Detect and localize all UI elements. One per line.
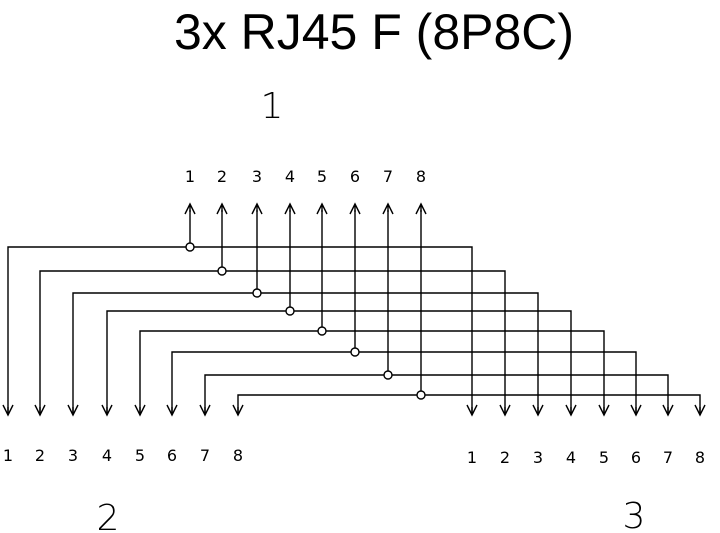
connector-2-pin-4-label: 4 <box>102 446 112 465</box>
connector-2-pin-6-label: 6 <box>167 446 177 465</box>
wire-pin-6 <box>171 351 637 415</box>
connector-3-pin-2-arrow <box>499 404 511 417</box>
connector-2-pin-3-arrow <box>67 404 79 417</box>
connector-2-pin-1-arrow <box>2 404 14 417</box>
connector-1-pin-6-arrow <box>349 202 361 215</box>
connector-3-pin-4-label: 4 <box>566 448 576 467</box>
connector-1-pin-8-arrow <box>415 202 427 215</box>
connector-3-pin-3-label: 3 <box>533 448 543 467</box>
wire-pin-2 <box>39 270 506 415</box>
connector-2-pin-3-label: 3 <box>68 446 78 465</box>
junction-pin-8 <box>416 390 426 400</box>
wire-pin-8 <box>237 394 701 415</box>
junction-pin-6 <box>350 347 360 357</box>
connector-2-pin-1-label: 1 <box>3 446 13 465</box>
connector-1-pin-7-label: 7 <box>383 167 393 186</box>
connector-3-pin-8-arrow <box>694 404 706 417</box>
connector-2-pin-2-arrow <box>34 404 46 417</box>
connector-3-label: 3 <box>623 496 646 533</box>
connector-3-pin-5-label: 5 <box>599 448 609 467</box>
connector-1-pin-4-label: 4 <box>285 167 295 186</box>
connector-1-label: 1 <box>261 86 284 127</box>
connector-3-pin-7-arrow <box>662 404 674 417</box>
connector-2-pin-8-arrow <box>232 404 244 417</box>
connector-2-pin-5-label: 5 <box>135 446 145 465</box>
connector-1-pin-8-label: 8 <box>416 167 426 186</box>
connector-2-pin-6-arrow <box>166 404 178 417</box>
connector-2-pin-5-arrow <box>134 404 146 417</box>
junction-pin-5 <box>317 326 327 336</box>
connector-1-pin-3-label: 3 <box>252 167 262 186</box>
junction-pin-3 <box>252 288 262 298</box>
wires-group <box>7 210 701 415</box>
connector-1-pin-6-label: 6 <box>350 167 360 186</box>
connector-2-label: 2 <box>97 498 120 533</box>
connector-3-pin-6-arrow <box>630 404 642 417</box>
connector-3-pin-3-arrow <box>532 404 544 417</box>
connector-3-pin-4-arrow <box>565 404 577 417</box>
connector-1-pin-3-arrow <box>251 202 263 215</box>
diagram-title: 3x RJ45 F (8P8C) <box>173 4 575 60</box>
connector-3-pin-7-label: 7 <box>663 448 673 467</box>
connector-1-pin-2-arrow <box>216 202 228 215</box>
connector-1-pin-1-label: 1 <box>185 167 195 186</box>
junction-pin-1 <box>185 242 195 252</box>
junction-pin-7 <box>383 370 393 380</box>
connector-1-pin-7-arrow <box>382 202 394 215</box>
connector-1-pin-4-arrow <box>284 202 296 215</box>
connector-2-pin-4-arrow <box>101 404 113 417</box>
junction-pin-4 <box>285 306 295 316</box>
connector-1-pin-5-arrow <box>316 202 328 215</box>
connector-3-pin-8-label: 8 <box>695 448 705 467</box>
connector-3-pin-2-label: 2 <box>500 448 510 467</box>
connector-1-pin-2-label: 2 <box>217 167 227 186</box>
wire-pin-5 <box>139 330 605 415</box>
connector-2-pin-2-label: 2 <box>35 446 45 465</box>
connector-3-pin-5-arrow <box>598 404 610 417</box>
connector-1-pin-1-arrow <box>184 202 196 215</box>
wire-pin-4 <box>106 310 572 415</box>
connector-3-pin-6-label: 6 <box>631 448 641 467</box>
connector-2-pin-7-label: 7 <box>200 446 210 465</box>
junction-pin-2 <box>217 266 227 276</box>
wire-pin-3 <box>72 292 539 415</box>
connector-1-pin-5-label: 5 <box>317 167 327 186</box>
connector-3-pin-1-label: 1 <box>467 448 477 467</box>
connector-2-pin-7-arrow <box>199 404 211 417</box>
connector-3-pin-1-arrow <box>466 404 478 417</box>
pins-group: 1 1 1 2 2 2 3 3 3 4 4 4 5 5 5 6 6 6 7 7 7 8 8 8 <box>2 167 706 467</box>
connector-2-pin-8-label: 8 <box>233 446 243 465</box>
